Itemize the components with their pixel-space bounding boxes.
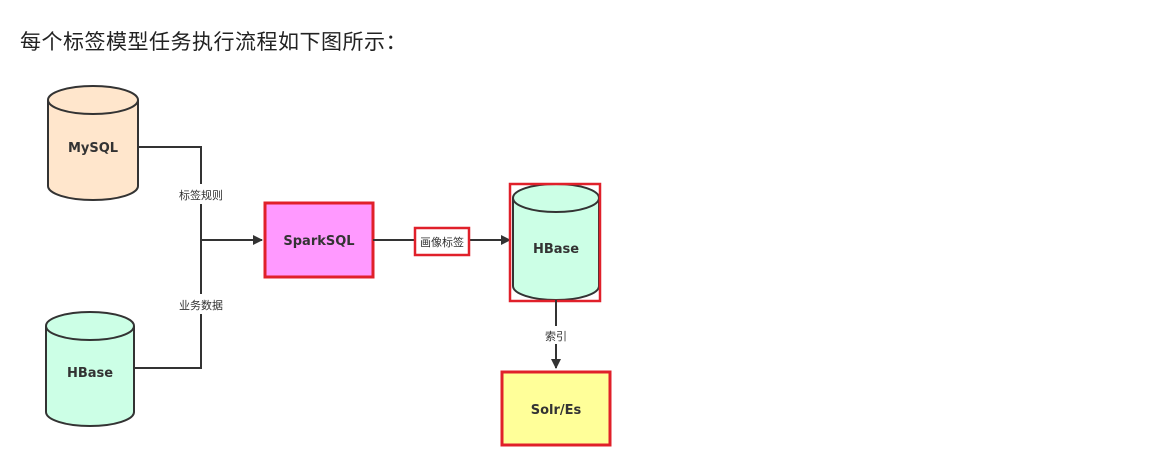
profile-tags-label: 画像标签	[420, 235, 464, 249]
index-label: 索引	[545, 329, 567, 343]
page-heading: 每个标签模型任务执行流程如下图所示：	[20, 30, 407, 54]
hbase-target-label: HBase	[533, 242, 579, 257]
mysql-label: MySQL	[68, 141, 118, 156]
merge-connector	[134, 146, 263, 369]
sparksql-label: SparkSQL	[283, 234, 354, 249]
tag-rules-label: 标签规则	[179, 188, 223, 202]
solr-es-label: Solr/Es	[531, 403, 582, 418]
mysql-database: MySQL	[47, 85, 139, 201]
sparksql-node: SparkSQL	[263, 201, 375, 279]
hbase-target-database: HBase	[508, 182, 602, 303]
profile-tags-highlight	[413, 226, 471, 257]
solr-es-node: Solr/Es	[500, 370, 612, 447]
business-data-label: 业务数据	[179, 298, 223, 312]
hbase-source-database: HBase	[45, 311, 135, 427]
hbase-source-label: HBase	[67, 366, 113, 381]
